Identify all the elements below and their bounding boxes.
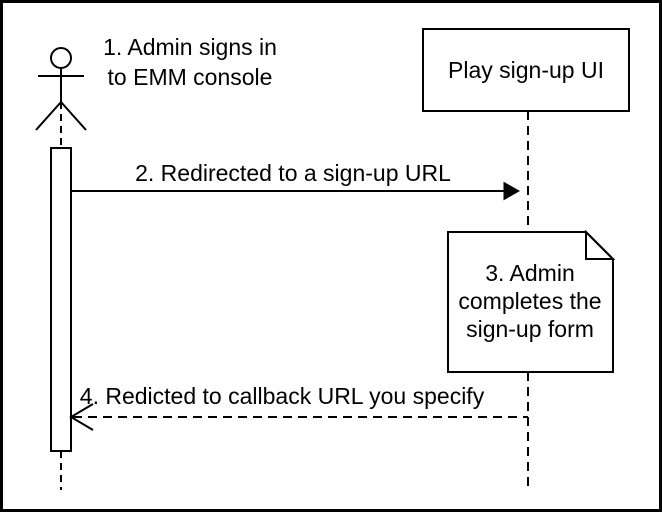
actor-left-leg <box>35 101 62 131</box>
message-2-label: 2. Redirected to a sign-up URL <box>135 160 451 186</box>
activation-bar <box>50 147 72 452</box>
participant-label-play-signup-ui: Play sign-up UI <box>448 57 604 83</box>
actor-label-line2: to EMM console <box>108 64 273 90</box>
actor-icon <box>35 47 87 148</box>
actor-right-leg <box>60 101 87 131</box>
actor-label-line1: 1. Admin signs in <box>103 34 277 60</box>
message-4-arrowhead-icon <box>69 403 94 431</box>
participant-box-play-signup-ui <box>422 28 630 112</box>
message-4: 4. Redicted to callback URL you specify <box>69 383 528 431</box>
note-shape: 3. Admin completes the sign-up form <box>447 229 616 373</box>
note-label-line3: sign-up form <box>466 316 594 342</box>
message-2: 2. Redirected to a sign-up URL <box>71 160 521 201</box>
note-label-line2: completes the <box>458 288 601 314</box>
note-label-line1: 3. Admin <box>485 260 575 286</box>
note-body <box>447 231 614 373</box>
note-fold-icon <box>585 229 616 260</box>
message-2-arrowhead-icon <box>503 181 521 201</box>
message-4-label: 4. Redicted to callback URL you specify <box>80 383 485 409</box>
